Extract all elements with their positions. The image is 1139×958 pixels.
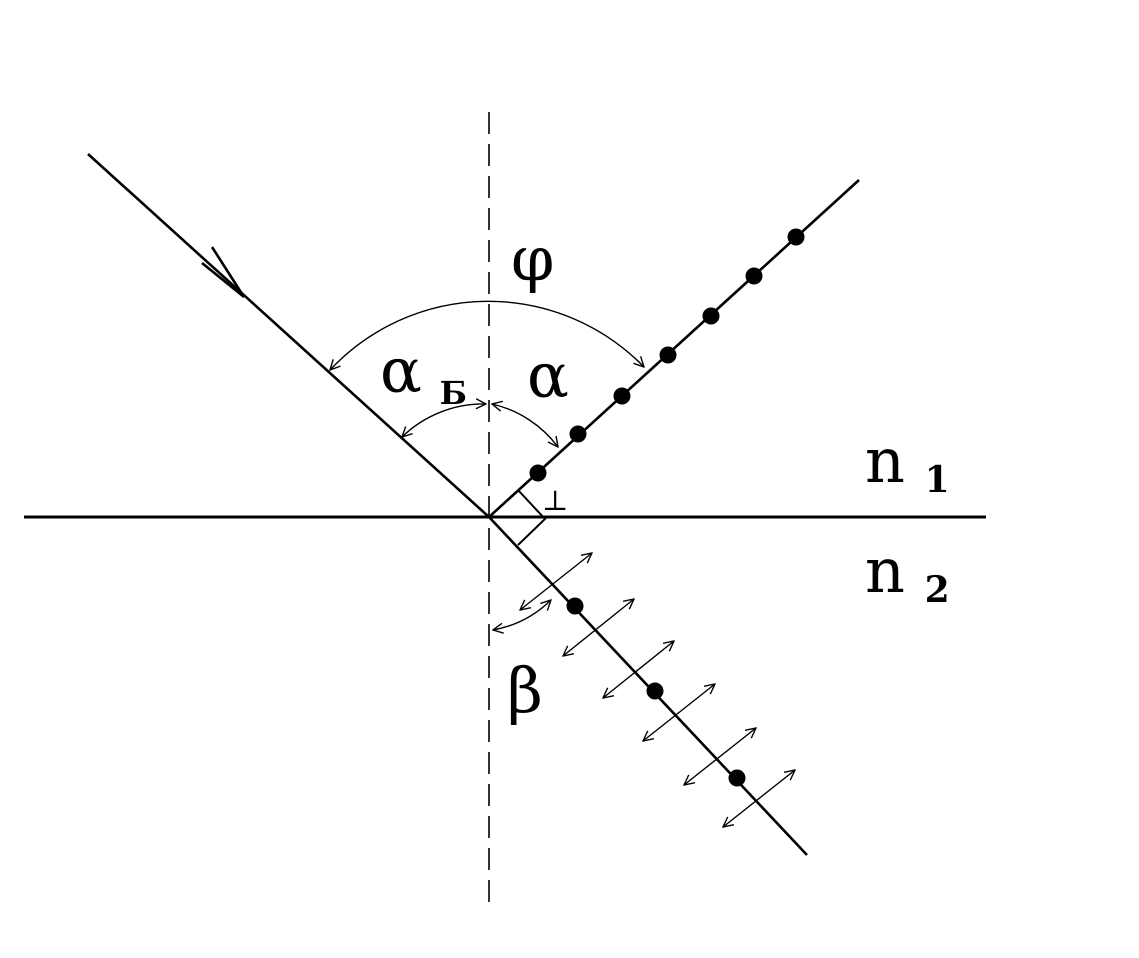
n1-base: n: [865, 424, 905, 497]
reflected-dot: [613, 387, 631, 405]
reflected-dot: [659, 346, 677, 364]
refracted-dot: [566, 597, 584, 615]
incident-direction-arrow: [201, 246, 246, 299]
reflected-dot: [702, 307, 720, 325]
refracted-dot: [728, 769, 746, 787]
p-polarization-arrow: [563, 599, 634, 656]
beta-label: β: [507, 654, 543, 727]
alpha-label: α: [527, 339, 569, 412]
brewster-subscript: Б: [440, 374, 467, 412]
n2-subscript: 2: [925, 569, 950, 611]
p-polarization-arrow: [643, 684, 715, 741]
alpha-brewster-symbol: α: [380, 334, 422, 407]
perpendicular-symbol: ⊥: [542, 484, 568, 517]
phi-label: φ: [511, 222, 554, 295]
right-angle-marker: [517, 489, 547, 546]
reflected-polarization-dots: [529, 228, 805, 482]
reflected-dot: [787, 228, 805, 246]
alpha-arc: [492, 404, 558, 447]
p-polarization-arrow: [603, 641, 674, 698]
beta-arc: [493, 600, 551, 630]
incident-ray: [87, 153, 490, 518]
reflected-dot: [569, 425, 587, 443]
alpha-brewster-label: α Б: [380, 334, 467, 412]
alpha-brewster-arc: [402, 404, 486, 437]
n2-label: n 2: [865, 534, 950, 611]
reflected-dot: [745, 267, 763, 285]
phi-angle-arc: [330, 300, 644, 370]
n1-label: n 1: [865, 424, 950, 501]
p-polarization-arrow: [684, 728, 756, 785]
refracted-polarization-arrows: [520, 553, 795, 827]
p-polarization-arrow: [723, 770, 795, 827]
reflected-dot: [529, 464, 547, 482]
n1-subscript: 1: [925, 459, 950, 501]
n2-base: n: [865, 534, 905, 607]
refracted-dot: [646, 682, 664, 700]
